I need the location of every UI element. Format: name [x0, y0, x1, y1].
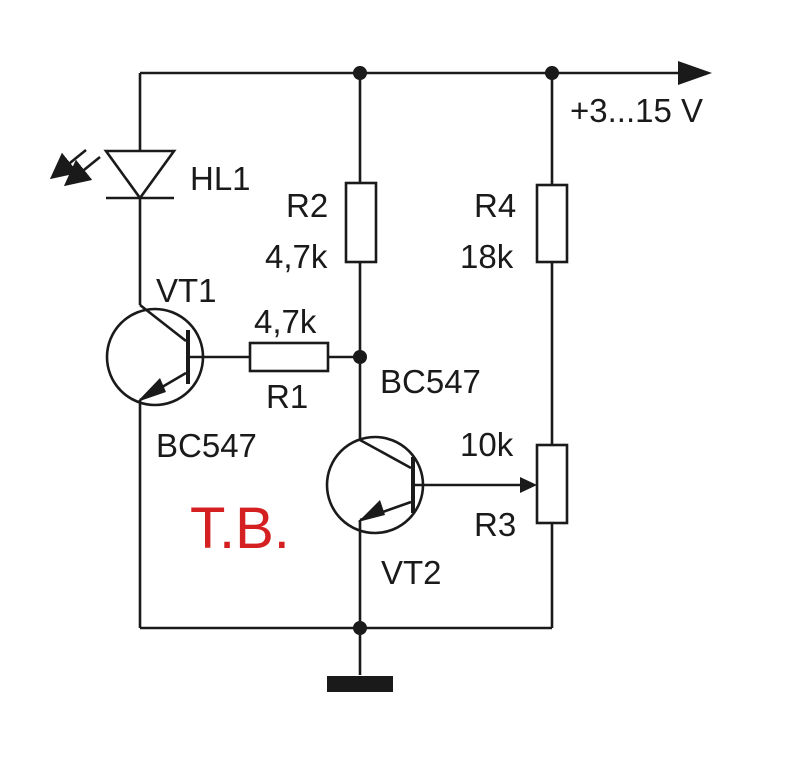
- resistor-r2-icon: [344, 181, 378, 264]
- r3-value-label: 10k: [460, 426, 514, 463]
- r2-value-label: 4,7k: [265, 238, 328, 275]
- wires: [138, 71, 680, 675]
- junction-dot: [353, 350, 367, 364]
- vt1-part-label: BC547: [156, 427, 257, 464]
- r4-ref-label: R4: [474, 187, 516, 224]
- transistor-vt2-icon: [325, 435, 425, 535]
- wiper-arrow-icon: [520, 477, 537, 493]
- r1-ref-label: R1: [266, 378, 308, 415]
- transistor-vt1-icon: [105, 303, 205, 407]
- ground-icon: [327, 676, 393, 692]
- led-hl1-icon: [49, 148, 177, 201]
- vt1-ref-label: VT1: [156, 272, 217, 309]
- resistor-r1-icon: [248, 341, 330, 373]
- watermark-text: T.B.: [190, 496, 290, 561]
- r3-ref-label: R3: [474, 506, 516, 543]
- potentiometer-r3-icon: [535, 443, 569, 525]
- r2-ref-label: R2: [286, 187, 328, 224]
- supply-arrow-icon: [678, 61, 712, 85]
- supply-label: +3...15 V: [570, 92, 703, 129]
- vt2-ref-label: VT2: [381, 554, 442, 591]
- r1-value-label: 4,7k: [254, 303, 317, 340]
- r4-value-label: 18k: [460, 238, 514, 275]
- junction-dot: [353, 621, 367, 635]
- junction-dot: [353, 66, 367, 80]
- junctions: [353, 66, 559, 635]
- vt2-part-label: BC547: [380, 363, 481, 400]
- led-hl1-label: HL1: [190, 160, 251, 197]
- junction-dot: [545, 66, 559, 80]
- resistor-r4-icon: [535, 183, 569, 264]
